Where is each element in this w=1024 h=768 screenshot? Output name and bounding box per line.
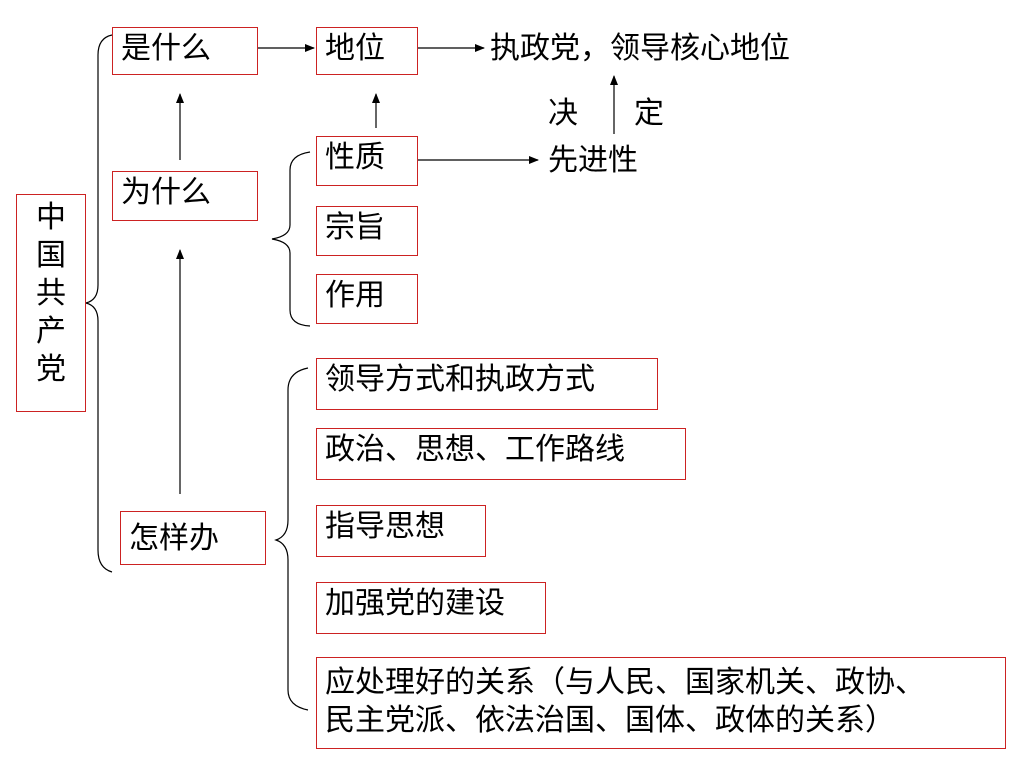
result-xianjinxing: 先进性: [548, 143, 638, 178]
label-ding: 定: [634, 96, 664, 131]
node-weishenme: 为什么: [112, 171, 258, 221]
relations-line-1: 应处理好的关系（与人民、国家机关、政协、: [325, 665, 925, 700]
root-char: 国: [36, 238, 66, 273]
node-shishenme: 是什么: [112, 27, 258, 75]
root-char: 共: [36, 276, 66, 311]
node-zuoyong: 作用: [316, 274, 418, 324]
how-item-guiding-thought: 指导思想: [316, 505, 486, 557]
how-item-relations: 应处理好的关系（与人民、国家机关、政协、 民主党派、依法治国、国体、政体的关系）: [316, 657, 1006, 749]
root-brace: [85, 34, 113, 573]
root-char: 中: [36, 200, 66, 235]
how-item-leadership-mode: 领导方式和执政方式: [316, 358, 658, 410]
root-node-cpc: 中 国 共 产 党: [16, 194, 86, 412]
node-xingzhi: 性质: [316, 136, 418, 186]
relations-line-2: 民主党派、依法治国、国体、政体的关系）: [325, 703, 895, 738]
how-brace: [274, 367, 309, 711]
result-zhizhengdang: 执政党，领导核心地位: [490, 31, 790, 66]
node-diwei: 地位: [316, 27, 418, 75]
root-char: 产: [36, 314, 66, 349]
node-zenyangban: 怎样办: [120, 511, 266, 565]
node-zongzhi: 宗旨: [316, 206, 418, 256]
how-item-lines: 政治、思想、工作路线: [316, 428, 686, 480]
how-item-party-building: 加强党的建设: [316, 582, 546, 634]
nature-brace: [271, 151, 311, 327]
root-char: 党: [36, 352, 66, 387]
label-jue: 决: [548, 96, 578, 131]
